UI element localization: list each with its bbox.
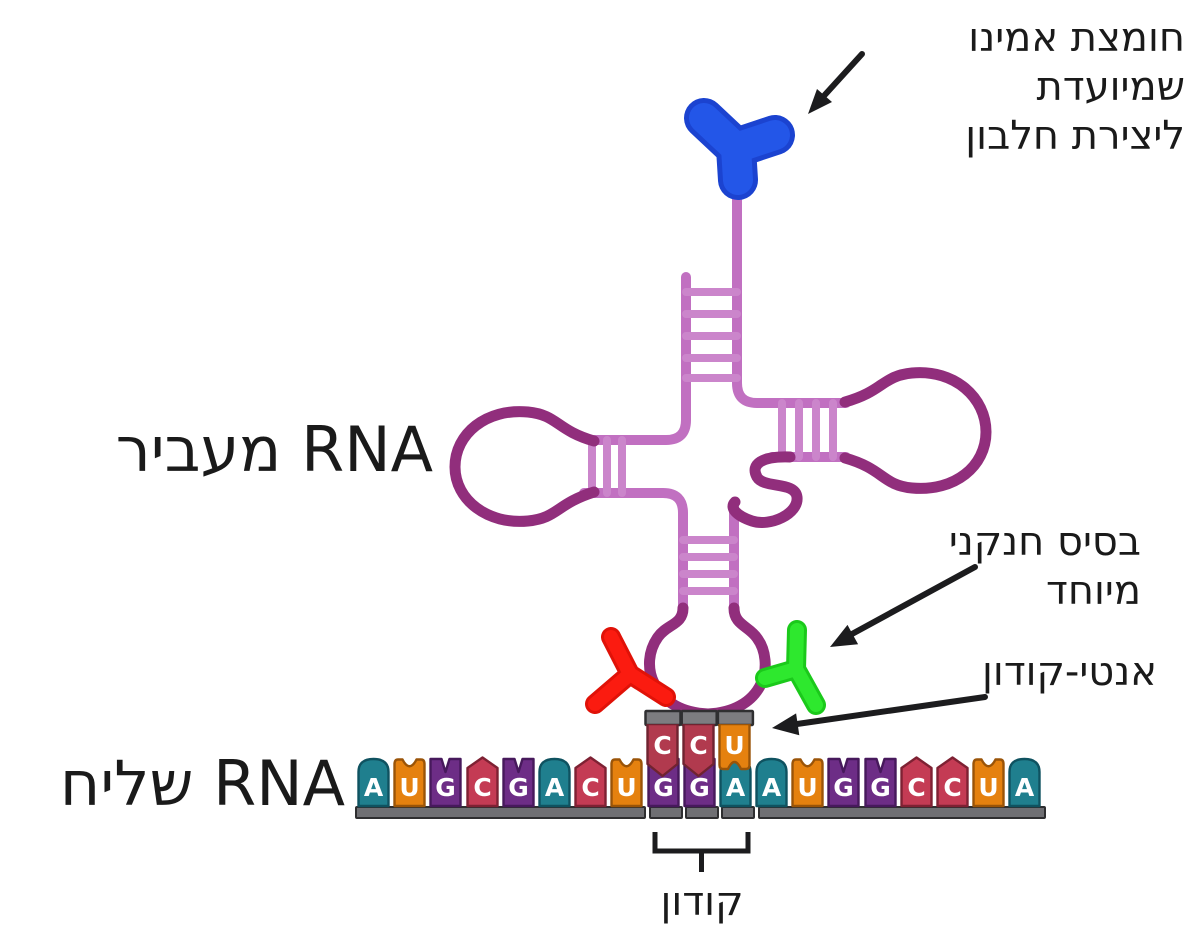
nucleotide-letter: U <box>400 773 420 802</box>
nucleotide-tile-a: A <box>538 756 571 808</box>
anticodon-connector-tab <box>680 709 718 727</box>
nucleotide-tile-c: C <box>574 756 607 808</box>
nucleotide-letter: U <box>617 773 637 802</box>
nucleotide-letter: A <box>726 773 746 802</box>
nucleotide-tile-a: A <box>1008 756 1042 808</box>
green-base-shape <box>758 623 823 712</box>
nucleotide-letter: A <box>1015 773 1035 802</box>
anticodon-connector-tab <box>644 709 682 727</box>
acceptor-stem-right-rail <box>732 195 851 408</box>
right-arm-rungs <box>778 399 837 461</box>
arrowhead-nitrogen-base <box>830 624 859 647</box>
nucleotide-tile-c-anticodon: C <box>682 724 715 778</box>
nucleotide-letter: A <box>762 773 782 802</box>
nucleotide-tile-u: U <box>791 756 824 808</box>
nucleotide-letter: C <box>690 731 708 760</box>
nucleotide-letter: U <box>798 773 818 802</box>
amino-acid-shape <box>689 103 790 195</box>
nucleotide-letter: U <box>725 731 745 760</box>
codon-bracket <box>652 832 751 872</box>
label-nitrogen-base: בסיס חנקני מיוחד <box>948 519 1141 614</box>
nucleotide-letter: C <box>907 773 925 802</box>
arrowhead-amino-acid <box>808 89 832 114</box>
nucleotide-letter: A <box>364 773 384 802</box>
anticodon-connector-tab <box>716 709 755 727</box>
arrow-line-nitrogen-base <box>849 564 978 637</box>
nucleotide-letter: C <box>653 731 671 760</box>
nucleotide-tile-u-anticodon: U <box>718 724 752 778</box>
variable-loop-squiggle <box>727 451 803 528</box>
nucleotide-tile-c-anticodon: C <box>646 724 679 778</box>
arrowhead-anticodon <box>772 713 800 736</box>
label-messenger-rna: RNA שליח <box>59 747 345 820</box>
left-arm-bottom-rail <box>579 488 688 617</box>
nucleotide-letter: G <box>653 773 674 802</box>
right-loop <box>839 367 992 494</box>
label-anticodon: אנטי-קודון <box>982 649 1157 695</box>
nucleotide-letter: G <box>436 773 457 802</box>
nucleotide-tile-u: U <box>972 756 1005 808</box>
nucleotide-letter: G <box>834 773 855 802</box>
nucleotide-tile-g: G <box>863 756 897 808</box>
nucleotide-tile-g: G <box>827 756 861 808</box>
acceptor-stem-rungs <box>682 288 741 382</box>
label-transfer-rna: RNA מעביר <box>115 413 433 486</box>
nucleotide-tile-c: C <box>465 756 499 808</box>
nucleotide-letter: C <box>581 773 599 802</box>
label-amino-acid: חומצת אמינו שמיועדת ליצירת חלבון <box>965 15 1185 159</box>
nucleotide-letter: G <box>508 773 529 802</box>
nucleotide-tile-c: C <box>900 756 933 808</box>
anticodon-stem-rungs <box>679 536 738 595</box>
arrow-line-amino-acid <box>819 51 865 101</box>
label-codon: קודון <box>660 879 744 925</box>
nucleotide-tile-u: U <box>393 756 426 808</box>
nucleotide-tile-a: A <box>755 756 788 808</box>
red-base-shape <box>588 630 673 711</box>
nucleotide-letter: C <box>943 773 961 802</box>
left-arm-rungs <box>588 436 626 497</box>
nucleotide-letter: G <box>870 773 891 802</box>
nucleotide-tile-c: C <box>936 756 969 808</box>
mrna-backbone-bar-left <box>355 806 646 819</box>
nucleotide-tile-a: A <box>357 756 390 808</box>
nucleotide-letter: G <box>689 773 710 802</box>
nucleotide-letter: A <box>545 773 565 802</box>
nucleotide-letter: C <box>473 773 491 802</box>
arrow-line-anticodon <box>794 694 988 727</box>
left-loop <box>449 406 600 527</box>
nucleotide-tile-g: G <box>429 756 463 808</box>
nucleotide-tile-u: U <box>610 756 644 808</box>
acceptor-stem-left-rail <box>587 272 691 445</box>
nucleotide-tile-g: G <box>502 756 535 808</box>
nucleotide-letter: U <box>979 773 999 802</box>
